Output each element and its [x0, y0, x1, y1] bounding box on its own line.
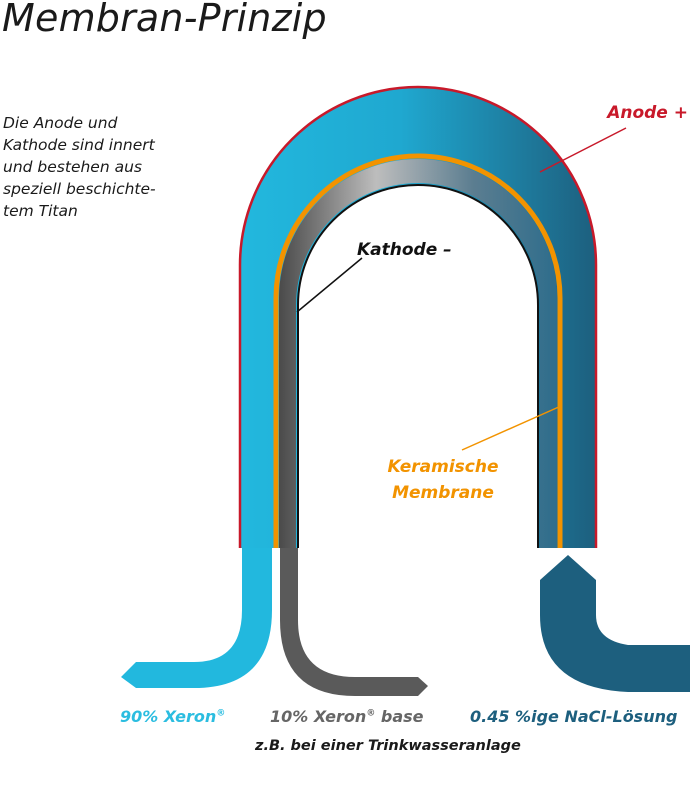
anode-label: Anode + — [607, 103, 688, 123]
description-line: tem Titan — [3, 202, 78, 220]
description-line: und bestehen aus — [3, 158, 142, 176]
cathode-outline — [297, 184, 539, 548]
registered-mark: ® — [216, 708, 226, 719]
description-line: Kathode sind innert — [3, 136, 155, 154]
kathode-leader-line — [296, 257, 363, 313]
description: Die Anode und Kathode sind innert und be… — [3, 112, 213, 222]
output-xeron-base-label: 10% Xeron® base — [270, 707, 424, 726]
page-title: Membran-Prinzip — [2, 0, 327, 40]
description-line: speziell beschichte- — [3, 180, 156, 198]
membrane-label-line: Keramische — [387, 457, 499, 477]
cathode-cavity — [298, 185, 538, 548]
membrane-leader-line — [461, 405, 562, 451]
output-xeron-base-suffix: base — [375, 707, 424, 726]
output-xeron-base-text: 10% Xeron — [270, 707, 367, 726]
membrane-ring — [273, 153, 563, 548]
membrane-label-line: Membrane — [392, 483, 494, 503]
output-xeron-label: 90% Xeron® — [120, 707, 225, 726]
output-xeron-text: 90% Xeron — [120, 707, 217, 726]
outflow-arrow-xeron-base — [280, 548, 428, 696]
inflow-arrow-nacl — [540, 555, 690, 692]
anode-leader-line — [539, 127, 627, 173]
outflow-arrow-xeron — [121, 548, 272, 688]
membrane-label: Keramische Membrane — [378, 454, 508, 506]
anode-outline — [238, 85, 598, 548]
footnote: z.B. bei einer Trinkwasseranlage — [255, 738, 521, 754]
registered-mark: ® — [366, 708, 376, 719]
description-line: Die Anode und — [3, 114, 118, 132]
kathode-label: Kathode – — [357, 240, 452, 260]
input-nacl-label: 0.45 %ige NaCl-Lösung — [470, 707, 678, 726]
